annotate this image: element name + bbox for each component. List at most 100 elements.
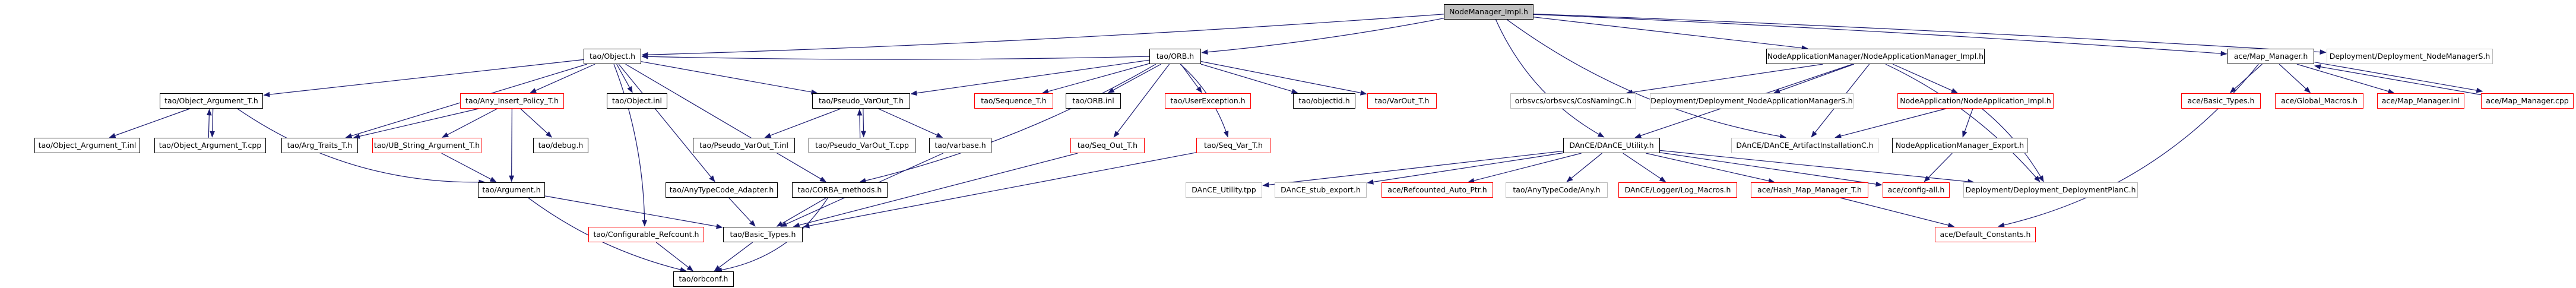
edge-root-obj [641,14,1444,58]
graph-node-nms[interactable]: Deployment/Deployment_NodeManagerS.h [2327,49,2493,64]
edge-nam-cosnaming [1626,64,1823,95]
edge-corbam-orbconf [715,197,829,273]
edge-utility-cfgall [1659,152,1883,187]
graph-node-anyins[interactable]: tao/Any_Insert_Policy_T.h [460,93,564,109]
edge-utility-hashmap [1646,153,1775,183]
edge-obj-objargt [263,59,584,97]
graph-node-varout[interactable]: tao/VarOut_T.h [1367,93,1437,109]
edge-root-nam [1533,17,1808,51]
graph-node-artifact[interactable]: DAnCE/DAnCE_ArtifactInstallationC.h [1731,138,1878,153]
edge-mmcpp-mapman [2314,64,2483,96]
edge-orb-varout [1200,61,1367,96]
graph-node-objargcpp[interactable]: tao/Object_Argument_T.cpp [154,138,266,153]
graph-node-hashmap[interactable]: ace/Hash_Map_Manager_T.h [1751,182,1868,198]
graph-node-cfgall[interactable]: ace/config-all.h [1883,182,1950,198]
edge-corbam-taobt [776,197,827,227]
edge-objargcpp-objargt [206,109,212,138]
edge-argument-orbconf [528,197,687,273]
graph-node-mmcpp[interactable]: ace/Map_Manager.cpp [2481,93,2574,109]
edge-nam-naimpl [1892,64,1958,93]
edge-orb-seqout [1113,64,1170,138]
graph-node-userex[interactable]: tao/UserException.h [1165,93,1251,109]
edge-orb-orbinl [1107,64,1161,93]
graph-node-anyh[interactable]: tao/AnyTypeCode/Any.h [1506,182,1608,198]
edge-nam-dplanc [1885,64,2040,182]
graph-node-namexport[interactable]: NodeApplicationManager_Export.h [1892,138,2027,153]
edge-ubstr-argument [441,153,497,182]
edge-root-utility [1495,19,1605,138]
graph-node-varbase[interactable]: tao/varbase.h [929,138,991,153]
graph-node-pvocpp[interactable]: tao/Pseudo_VarOut_T.cpp [809,138,915,153]
edge-namexport-cfgall [1924,153,1953,182]
graph-node-root: NodeManager_Impl.h [1444,4,1533,20]
graph-node-seqt[interactable]: tao/Sequence_T.h [974,93,1053,109]
edge-obj-cfgref [613,64,648,227]
edge-orb-corbam [859,64,1156,183]
graph-node-taobt[interactable]: tao/Basic_Types.h [723,227,803,242]
graph-node-orb[interactable]: tao/ORB.h [1149,49,1201,64]
edge-objargt-objarginl [109,108,191,138]
edge-root-mapman [1533,14,2228,56]
edge-seqvar-taobt [803,152,1197,229]
graph-node-acegm[interactable]: ace/Global_Macros.h [2275,93,2363,109]
graph-node-cosnaming[interactable]: orbsvcs/orbsvcs/CosNamingC.h [1510,93,1636,109]
graph-node-seqout[interactable]: tao/Seq_Out_T.h [1070,138,1145,153]
edge-seqout-taobt [793,153,1078,228]
edge-root-nms [1533,14,2327,55]
graph-node-utiltpp[interactable]: DAnCE_Utility.tpp [1186,182,1262,198]
graph-node-objinl[interactable]: tao/Object.inl [607,93,667,109]
edge-hashmap-defconst [1840,197,1955,228]
edge-utility-refauto [1468,153,1582,183]
edge-utility-utiltpp [1262,150,1564,188]
graph-node-stubexp[interactable]: DAnCE_stub_export.h [1275,182,1367,198]
graph-node-defconst[interactable]: ace/Default_Constants.h [1935,227,2036,242]
graph-node-pvo[interactable]: tao/Pseudo_VarOut_T.h [812,93,910,109]
edge-pvo-varbase [878,108,943,138]
edge-taobt-orbconf [714,242,753,271]
graph-node-debug[interactable]: tao/debug.h [533,138,588,153]
edge-naimpl-artifact [1834,108,1946,139]
edge-argument-taobt [544,195,723,229]
edge-mapman-acegm [2279,64,2311,93]
graph-node-obj[interactable]: tao/Object.h [584,49,641,64]
graph-node-corbam[interactable]: tao/CORBA_methods.h [792,182,888,198]
edge-obj-pvo [641,61,818,95]
edge-utility-logmac [1623,153,1666,182]
edge-anyins-argtraits [353,108,479,139]
graph-node-argtraits[interactable]: tao/Arg_Traits_T.h [281,138,358,153]
graph-node-pvoinl[interactable]: tao/Pseudo_VarOut_T.inl [693,138,795,153]
graph-node-utility[interactable]: DAnCE/DAnCE_Utility.h [1563,138,1660,153]
edge-atca-taobt [728,197,756,227]
graph-node-orbconf[interactable]: tao/orbconf.h [673,271,734,287]
graph-node-dnams[interactable]: Deployment/Deployment_NodeApplicationMan… [1650,93,1853,109]
graph-node-atca[interactable]: tao/AnyTypeCode_Adapter.h [666,182,778,198]
edge-pvo-pvocpp [861,108,866,138]
graph-node-ubstr[interactable]: tao/UB_String_Argument_T.h [372,138,481,153]
edge-naimpl-namexport [1962,108,1973,138]
graph-node-argument[interactable]: tao/Argument.h [478,182,545,198]
graph-node-logmac[interactable]: DAnCE/Logger/Log_Macros.h [1618,182,1737,198]
graph-node-refauto[interactable]: ace/Refcounted_Auto_Ptr.h [1382,182,1493,198]
graph-node-acebt[interactable]: ace/Basic_Types.h [2181,93,2261,109]
edge-utility-stubexp [1367,152,1564,185]
graph-node-mapman[interactable]: ace/Map_Manager.h [2228,49,2314,64]
graph-node-dplanc[interactable]: Deployment/Deployment_DeploymentPlanC.h [1963,182,2138,198]
graph-node-objid[interactable]: tao/objectid.h [1293,93,1355,109]
edge-orb-pvo [910,59,1150,96]
edge-mapman-mmcpp [2314,62,2483,93]
edge-obj-atca [618,64,715,182]
graph-node-objarginl[interactable]: tao/Object_Argument_T.inl [34,138,140,153]
edge-utility-dplanc [1659,150,1975,185]
graph-node-seqvar[interactable]: tao/Seq_Var_T.h [1196,138,1270,153]
graph-node-mminl[interactable]: ace/Map_Manager.inl [2377,93,2464,109]
graph-node-orbinl[interactable]: tao/ORB.inl [1066,93,1121,109]
graph-node-cfgref[interactable]: tao/Configurable_Refcount.h [588,227,704,242]
graph-node-nam[interactable]: NodeApplicationManager/NodeApplicationMa… [1766,49,1985,64]
edge-mapman-defconst [1998,64,2259,228]
edge-orb-obj [641,53,1150,60]
graph-node-naimpl[interactable]: NodeApplication/NodeApplication_Impl.h [1897,93,2054,109]
graph-node-objargt[interactable]: tao/Object_Argument_T.h [160,93,263,109]
edge-orb-objid [1200,64,1298,94]
